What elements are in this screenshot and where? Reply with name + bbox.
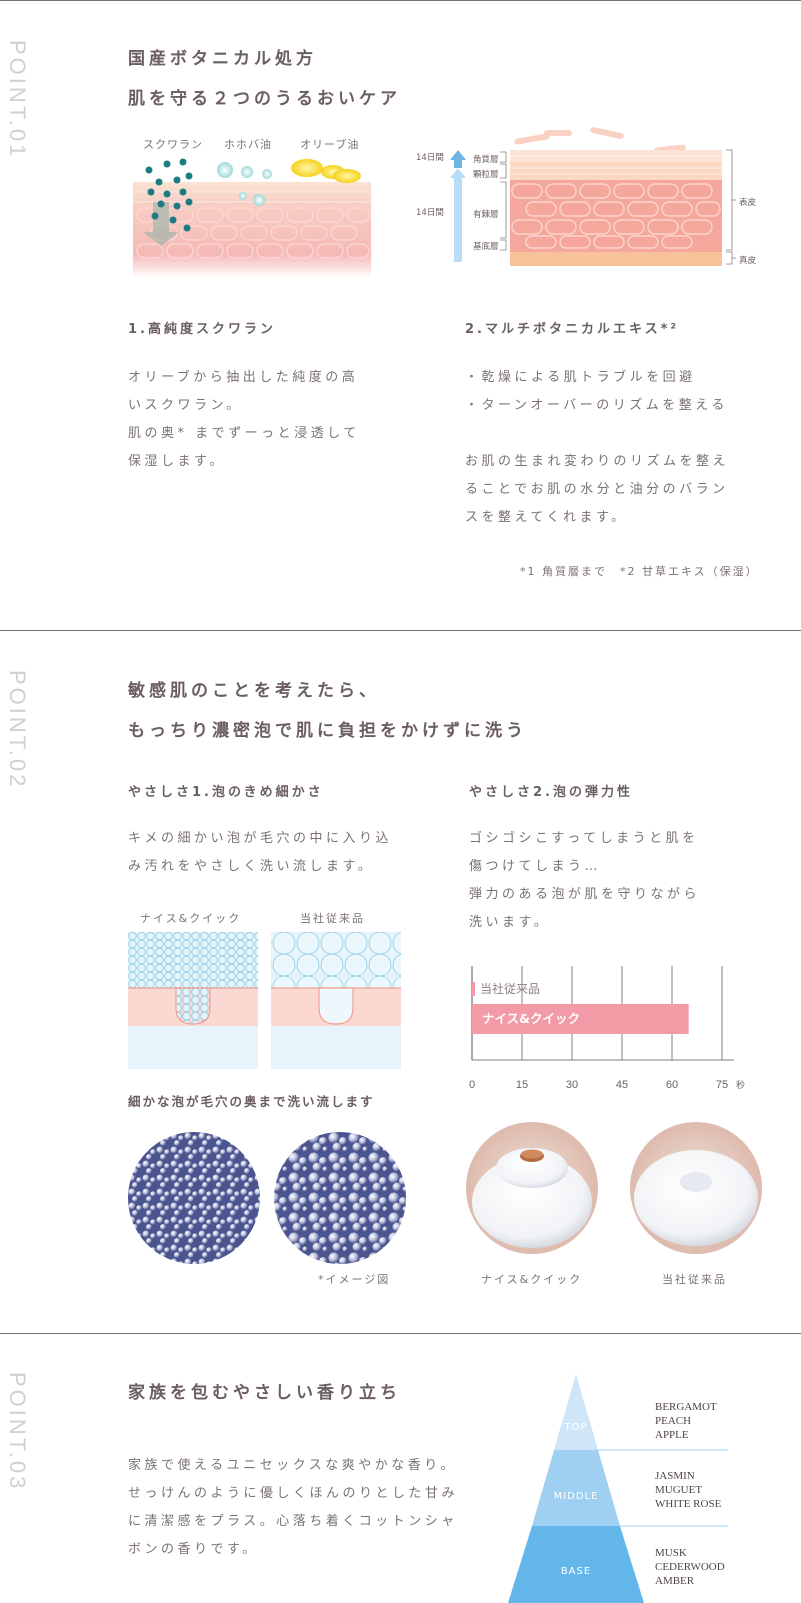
feature1-title: 1.高純度スクワラン (128, 322, 276, 337)
bar-label: 当社従来品 (480, 981, 540, 996)
base-notes: MUSK CEDERWOOD AMBER (655, 1547, 725, 1587)
x-tick-label: 0 (469, 1079, 475, 1091)
feature2-bullets: ・乾燥による肌トラブルを回避 ・ターンオーバーのリズムを整える (465, 370, 728, 413)
section-divider (0, 1333, 801, 1334)
photo-label-previous: 当社従来品 (662, 1273, 727, 1286)
feature2-title: 2.マルチボタニカルエキス*² (465, 322, 680, 337)
point03-label: POINT.03 (5, 1372, 30, 1492)
gentle2-title: やさしさ2.泡の弾力性 (469, 785, 633, 800)
foam-caption: 細かな泡が毛穴の奥まで洗い流します (128, 1094, 375, 1109)
label-epidermis: 表皮 (739, 198, 757, 208)
image-note: *イメージ図 (318, 1273, 391, 1286)
point03-title: 家族を包むやさしい香り立ち (128, 1383, 401, 1403)
photo-label-nice-quick: ナイス&クイック (481, 1273, 583, 1286)
layer-stratum-spinosum: 有棘層 (473, 210, 499, 220)
x-tick-label: 15 (516, 1079, 528, 1091)
point02-title-line2: もっちり濃密泡で肌に負担をかけずに洗う (128, 721, 527, 741)
pyramid-tier-middle: MIDDLE (553, 1491, 599, 1502)
foam-photos (466, 1122, 762, 1254)
compare-label-previous: 当社従来品 (300, 912, 365, 925)
skin-penetration-illustration (133, 158, 371, 278)
pyramid-tier-base: BASE (560, 1566, 592, 1577)
compare-label-nice-quick: ナイス&クイック (140, 912, 242, 925)
layer-stratum-basale: 基底層 (473, 242, 499, 252)
layer-stratum-corneum: 角質層 (473, 155, 499, 165)
top-notes: BERGAMOT PEACH APPLE (655, 1401, 717, 1441)
x-unit-label: 秒 (736, 1079, 745, 1091)
ingredient-olive: オリーブ油 (300, 138, 360, 151)
x-tick-label: 75 (716, 1079, 728, 1091)
point02-title-line1: 敏感肌のことを考えたら、 (128, 681, 380, 701)
bar-label: ナイス&クイック (482, 1011, 580, 1026)
days-label-bottom: 14日間 (416, 208, 444, 218)
middle-notes: JASMIN MUGUET WHITE ROSE (655, 1470, 722, 1510)
pyramid-middle (532, 1450, 620, 1526)
ingredient-squalane: スクワラン (143, 138, 203, 151)
feature2-description: お肌の生まれ変わりのリズムを整え ることでお肌の水分と油分のバラン スを整えてく… (465, 454, 730, 525)
footnote: *1 角質層まで *2 甘草エキス（保湿） (520, 565, 759, 578)
x-tick-label: 30 (566, 1079, 578, 1091)
gentle1-description: キメの細かい泡が毛穴の中に入り込 み汚れをやさしく洗い流します。 (128, 831, 393, 874)
pyramid-tier-top: TOP (564, 1422, 588, 1433)
ingredient-jojoba: ホホバ油 (224, 138, 272, 151)
section-divider (0, 630, 801, 631)
feature1-description: オリーブから抽出した純度の高 いスクワラン。 肌の奥* までずーっと浸透して 保… (128, 370, 360, 469)
label-dermis: 真皮 (739, 256, 757, 266)
bar (472, 1004, 689, 1034)
point01-label: POINT.01 (5, 40, 30, 160)
point01-title-line2: 肌を守る２つのうるおいケア (128, 89, 401, 109)
gentle1-title: やさしさ1.泡のきめ細かさ (128, 785, 324, 800)
days-label-top: 14日間 (416, 153, 444, 163)
skin-layer-diagram (450, 127, 736, 266)
point02-label: POINT.02 (5, 670, 30, 790)
section-divider (0, 0, 801, 1)
fragrance-pyramid (508, 1374, 728, 1603)
bar (472, 982, 475, 996)
pyramid-base (508, 1526, 644, 1603)
layer-stratum-granulosum: 顆粒層 (473, 170, 499, 180)
gentle2-description: ゴシゴシこすってしまうと肌を 傷つけてしまう… 弾力のある泡が肌を守りながら 洗… (469, 831, 701, 930)
point01-title-line1: 国産ボタニカル処方 (128, 49, 317, 69)
pyramid-top (554, 1374, 598, 1450)
x-tick-label: 60 (666, 1079, 678, 1091)
pore-foam-comparison (128, 932, 401, 1069)
x-tick-label: 45 (616, 1079, 628, 1091)
point03-description: 家族で使えるユニセックスな爽やかな香り。 せっけんのように優しくほんのりとした甘… (128, 1458, 459, 1557)
foam-macro-images (128, 1132, 406, 1264)
